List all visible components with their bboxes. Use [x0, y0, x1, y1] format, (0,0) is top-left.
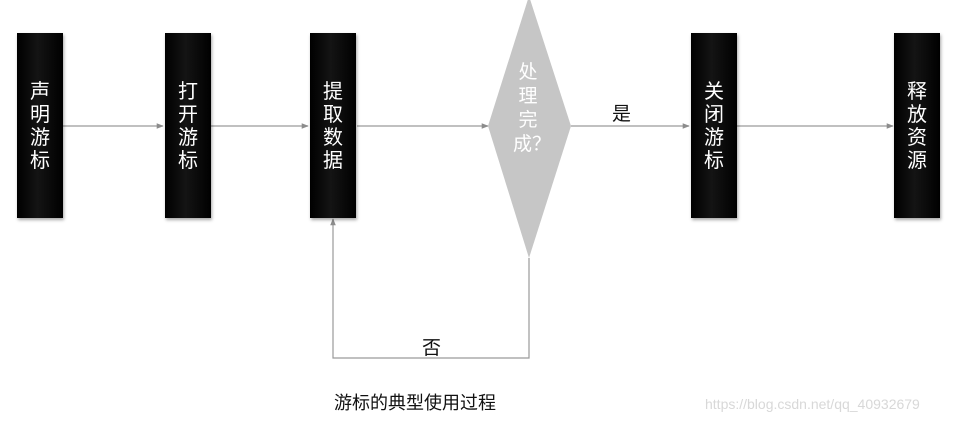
step-open-cursor-label: 打开游标	[178, 78, 198, 172]
step-release-resources-label: 释放资源	[907, 78, 927, 172]
step-close-cursor: 关闭游标	[691, 33, 737, 218]
step-fetch-data-label: 提取数据	[323, 78, 343, 172]
step-release-resources: 释放资源	[894, 33, 940, 218]
figure-caption: 游标的典型使用过程	[334, 393, 496, 414]
yes-label: 是	[612, 103, 632, 125]
step-declare-cursor: 声明游标	[17, 33, 63, 218]
arrow-no-loop-back	[330, 218, 530, 359]
watermark-url: https://blog.csdn.net/qq_40932679	[705, 396, 920, 412]
step-close-cursor-label: 关闭游标	[704, 78, 724, 172]
no-label: 否	[422, 337, 442, 359]
step-declare-cursor-label: 声明游标	[30, 78, 50, 172]
step-fetch-data: 提取数据	[310, 33, 356, 218]
decision-label: 处理完成？	[513, 61, 552, 155]
step-open-cursor: 打开游标	[165, 33, 211, 218]
decision-diamond	[488, 0, 571, 258]
